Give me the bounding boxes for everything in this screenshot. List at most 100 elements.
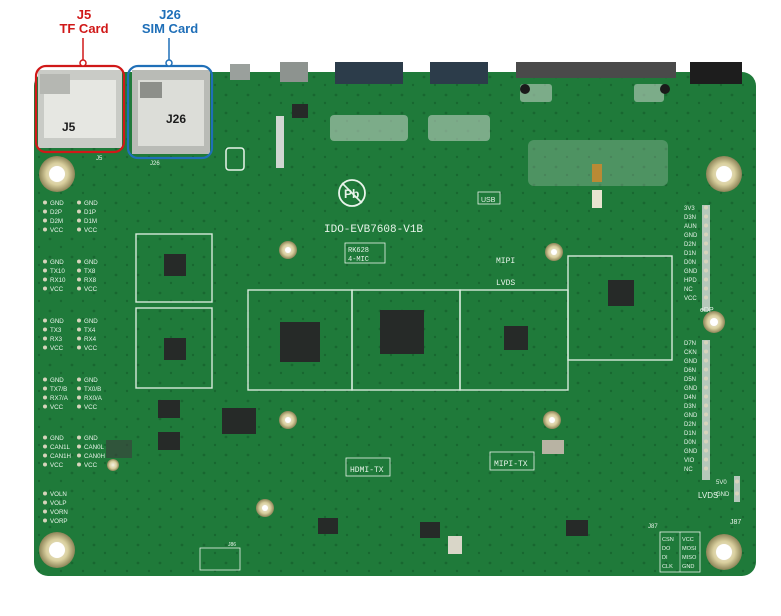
left-pin-label: CAN1L [50, 444, 71, 451]
header-pin [704, 286, 708, 291]
header-pin [77, 218, 81, 223]
lvds-pin-label: D4N [684, 395, 696, 401]
mipi-tx-label: MIPI-TX [494, 460, 528, 469]
header-pin [43, 227, 47, 232]
header-pin [77, 209, 81, 214]
left-pin-label: CAN1H [50, 453, 71, 460]
mic-label: 4-MIC [348, 256, 369, 264]
left-pin-label: GND [84, 377, 98, 384]
lvds-pin-label: D7N [684, 341, 696, 347]
aux-header [734, 476, 740, 502]
header-pin [735, 479, 739, 484]
lvds-header [702, 340, 710, 480]
rear-footprints [330, 84, 668, 186]
left-pin-label: VCC [50, 286, 64, 293]
left-pin-label: RX7/A [50, 395, 69, 402]
lvds-pin-label: D3N [684, 404, 696, 410]
left-pin-label: D2M [50, 218, 63, 225]
lvds-pin-label: VIO [684, 458, 695, 464]
header-pin [704, 241, 708, 246]
mounting-holes [39, 156, 742, 570]
j26-label: J26 [150, 161, 160, 167]
header-pin [43, 336, 47, 341]
left-pin-label: TX4 [84, 327, 96, 334]
header-pin [77, 377, 81, 382]
header-pin [704, 403, 708, 408]
left-pin-label: VCC [84, 286, 98, 293]
left-pin-label: TX8 [84, 268, 96, 275]
header-pin [43, 200, 47, 205]
left-pin-label: VORN [50, 509, 68, 516]
left-pin-label: D1P [84, 209, 96, 216]
lvds-pin-label: D5N [684, 377, 696, 383]
header-pin [704, 448, 708, 453]
edp-pin-label: D3N [684, 215, 696, 221]
lvds-bottom-label: LVDS [698, 491, 718, 500]
sim-card-callout: J26 SIM Card [128, 8, 212, 36]
lvds-pin-labels: D7NCKNGNDD6ND5NGNDD4ND3NGNDD2ND1ND0NGNDV… [684, 340, 708, 473]
header-pin [77, 444, 81, 449]
edp-label: eDP [700, 307, 714, 314]
lvds-top-label: LVDS [496, 279, 515, 288]
left-pin-label: VCC [84, 462, 98, 469]
header-pin [43, 453, 47, 458]
top-connectors [230, 62, 742, 84]
header-pin [735, 491, 739, 496]
tf-card-name: TF Card [59, 21, 109, 36]
left-pin-label: VOLP [50, 500, 67, 507]
header-pin [704, 349, 708, 354]
header-pin [77, 345, 81, 350]
left-pin-label: TX7/B [50, 386, 67, 393]
header-pin [77, 286, 81, 291]
header-pin [77, 462, 81, 467]
spi-pin-label: GND [682, 564, 694, 570]
left-pin-label: TX0/B [84, 386, 101, 393]
header-pin [77, 435, 81, 440]
header-pin [704, 277, 708, 282]
hdmi-tx-label: HDMI-TX [350, 466, 384, 475]
edp-pin-label: VCC [684, 296, 697, 302]
header-pin [77, 318, 81, 323]
sim-card-ref: J26 [159, 7, 181, 22]
left-pin-label: VCC [84, 404, 98, 411]
header-pin [43, 500, 47, 505]
lvds-pin-label: GND [684, 449, 698, 455]
edp-pin-label: GND [684, 269, 698, 275]
header-pin [43, 286, 47, 291]
header-pin [77, 327, 81, 332]
lvds-pin-label: NC [684, 467, 693, 473]
left-pin-label: GND [84, 200, 98, 207]
flex-header [276, 116, 284, 168]
header-pin [704, 376, 708, 381]
spi-pin-label: DO [662, 546, 671, 552]
rk628-label: RK628 [348, 247, 369, 255]
left-pin-label: VCC [50, 462, 64, 469]
left-pin-label: VORP [50, 518, 68, 525]
left-pin-label: GND [84, 318, 98, 325]
lvds-pin-label: GND [684, 359, 698, 365]
left-pin-label: VOLN [50, 491, 67, 498]
header-pin [704, 268, 708, 273]
tf-card-ref: J5 [76, 7, 92, 22]
header-pin [77, 404, 81, 409]
header-pin [43, 345, 47, 350]
left-pin-label: RX10 [50, 277, 66, 284]
header-pin [704, 385, 708, 390]
edp-pin-label: AUN [684, 224, 697, 230]
sim-card-name: SIM Card [141, 21, 199, 36]
spi-pin-label: CLK [662, 564, 673, 570]
header-pin [43, 509, 47, 514]
header-pin [704, 205, 708, 210]
header-pin [43, 395, 47, 400]
header-pin [704, 439, 708, 444]
left-pin-label: VCC [84, 345, 98, 352]
sim-card-highlight [126, 38, 214, 160]
left-pin-label: GND [50, 259, 64, 266]
lvds-pin-label: CKN [684, 350, 697, 356]
header-pin [704, 250, 708, 255]
edp-pin-label: HPD [684, 278, 697, 284]
tf-card-callout: J5 TF Card [44, 8, 124, 36]
header-pin [704, 394, 708, 399]
j5-label: J5 [96, 156, 103, 162]
